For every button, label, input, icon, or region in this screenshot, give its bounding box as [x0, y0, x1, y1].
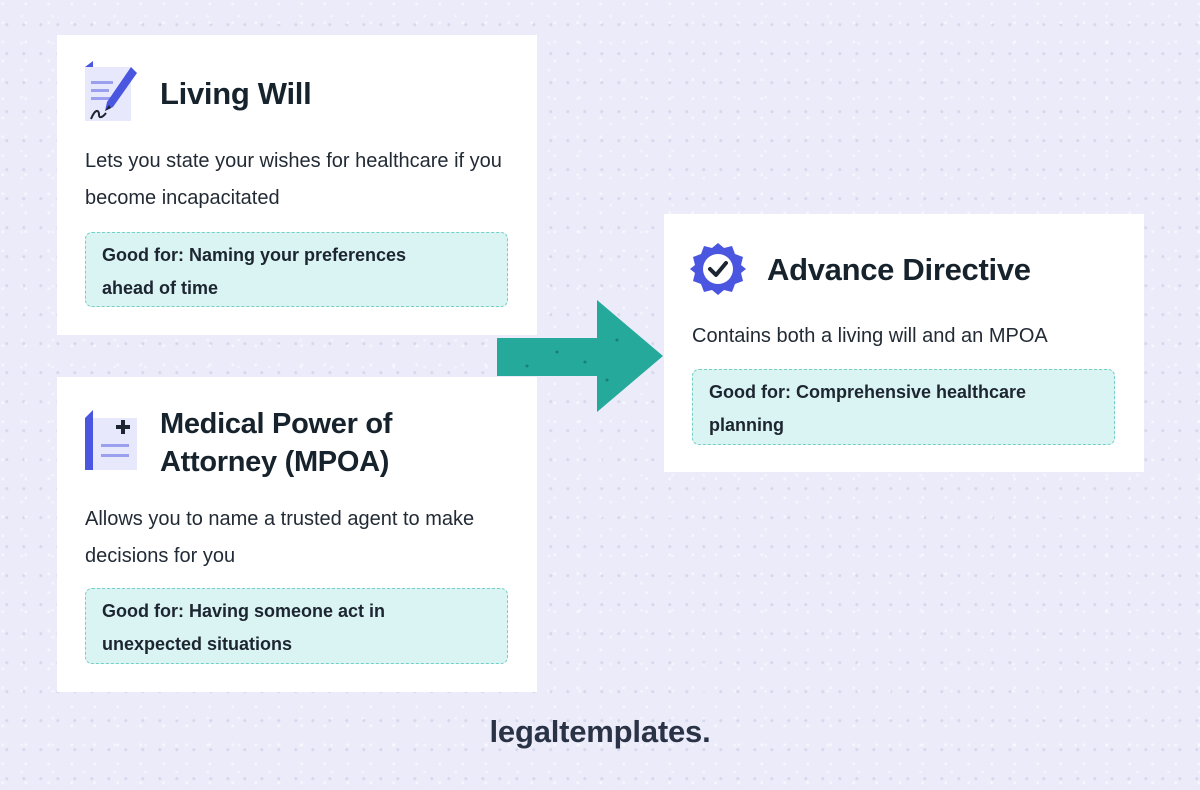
card-title: Medical Power of Attorney (MPOA)	[160, 408, 393, 478]
good-for-text: Good for: Having someone act in unexpect…	[102, 601, 386, 654]
card-description: Contains both a living will and an MPOA	[692, 325, 1048, 347]
card-title: Advance Directive	[767, 252, 1031, 287]
card-title: Living Will	[160, 76, 312, 111]
good-for-text: Good for: Naming your preferences ahead …	[102, 245, 407, 298]
living-will-card: Living Will Lets you state your wishes f…	[57, 35, 537, 335]
card-description: Lets you state your wishes for healthcar…	[85, 150, 502, 209]
medical-document-icon	[85, 410, 137, 470]
mpoa-card: Medical Power of Attorney (MPOA) Allows …	[57, 377, 537, 692]
pen-document-icon	[85, 61, 137, 121]
arrow-right-icon	[497, 300, 663, 412]
good-for-box: Good for: Naming your preferences ahead …	[85, 232, 508, 307]
card-description: Allows you to name a trusted agent to ma…	[85, 508, 475, 567]
brand-logo: legaltemplates.	[489, 714, 711, 749]
verified-badge-icon	[690, 243, 746, 295]
good-for-box: Good for: Having someone act in unexpect…	[85, 588, 508, 664]
good-for-box: Good for: Comprehensive healthcare plann…	[692, 369, 1115, 445]
advance-directive-card: Advance Directive Contains both a living…	[664, 214, 1144, 472]
good-for-text: Good for: Comprehensive healthcare plann…	[709, 382, 1027, 435]
